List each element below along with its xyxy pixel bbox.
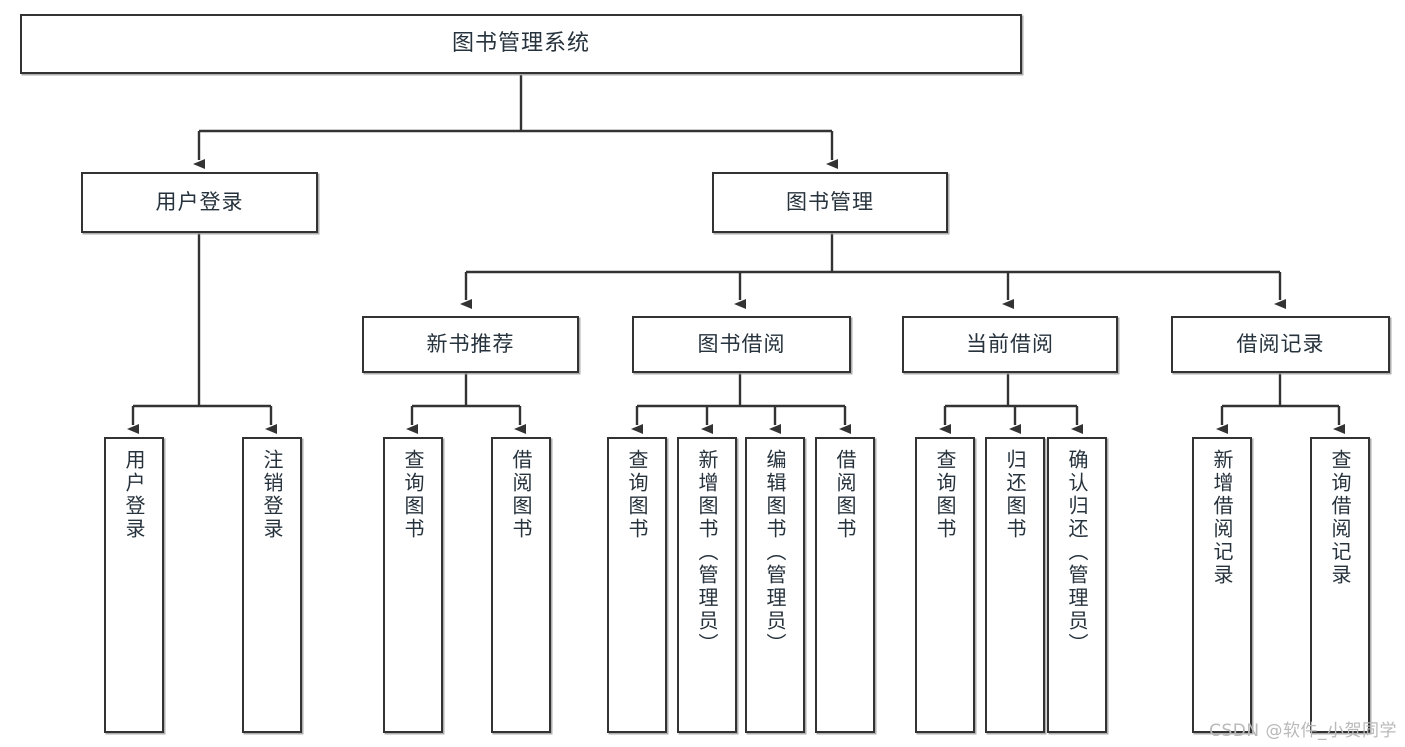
leaf-user-login-logout[interactable]: 注销登录 [242, 437, 302, 733]
node-current-borrowing[interactable]: 当前借阅 [902, 316, 1118, 373]
node-root-book-management-system[interactable]: 图书管理系统 [20, 14, 1022, 74]
node-label: 查询图书 [933, 449, 957, 541]
leaf-book-borrow-edit-book-admin[interactable]: 编辑图书（管理员） [745, 437, 805, 733]
node-label: 当前借阅 [966, 332, 1054, 357]
leaf-borrow-record-query-record[interactable]: 查询借阅记录 [1310, 437, 1370, 733]
node-label: 图书管理 [786, 190, 874, 215]
node-label: 借阅图书 [833, 449, 857, 541]
node-label: 查询图书 [625, 449, 649, 541]
node-new-book-recommendation[interactable]: 新书推荐 [362, 316, 579, 373]
node-label: 用户登录 [122, 449, 146, 541]
node-label: 新增图书（管理员） [695, 449, 719, 656]
node-label: 新增借阅记录 [1210, 449, 1234, 587]
node-label: 图书借阅 [697, 332, 786, 357]
node-label: 归还图书 [1003, 449, 1027, 541]
node-label: 查询图书 [401, 449, 425, 541]
leaf-book-borrow-add-book-admin[interactable]: 新增图书（管理员） [677, 437, 737, 733]
node-label: 借阅记录 [1236, 332, 1325, 357]
leaf-borrow-record-add-record[interactable]: 新增借阅记录 [1192, 437, 1252, 733]
leaf-new-book-borrow-book[interactable]: 借阅图书 [491, 437, 551, 733]
node-label: 新书推荐 [426, 332, 515, 357]
node-book-borrowing[interactable]: 图书借阅 [632, 316, 851, 373]
node-label: 用户登录 [155, 190, 244, 215]
node-label: 查询借阅记录 [1328, 449, 1352, 587]
watermark-text: CSDN @软件_小贺同学 [1209, 721, 1397, 741]
leaf-current-borrow-confirm-return-admin[interactable]: 确认归还（管理员） [1047, 437, 1107, 733]
node-book-management[interactable]: 图书管理 [712, 172, 948, 233]
node-borrowing-record[interactable]: 借阅记录 [1171, 316, 1390, 373]
node-label: 确认归还（管理员） [1065, 449, 1089, 656]
node-label: 编辑图书（管理员） [763, 449, 787, 656]
leaf-new-book-query-book[interactable]: 查询图书 [383, 437, 443, 733]
node-label: 借阅图书 [509, 449, 533, 541]
node-user-login[interactable]: 用户登录 [81, 172, 318, 233]
leaf-current-borrow-return-book[interactable]: 归还图书 [985, 437, 1045, 733]
leaf-book-borrow-borrow-book[interactable]: 借阅图书 [815, 437, 875, 733]
node-label: 注销登录 [260, 449, 284, 541]
leaf-book-borrow-query-book[interactable]: 查询图书 [607, 437, 667, 733]
leaf-current-borrow-query-book[interactable]: 查询图书 [915, 437, 975, 733]
leaf-user-login-login[interactable]: 用户登录 [104, 437, 164, 733]
node-label: 图书管理系统 [451, 31, 590, 57]
